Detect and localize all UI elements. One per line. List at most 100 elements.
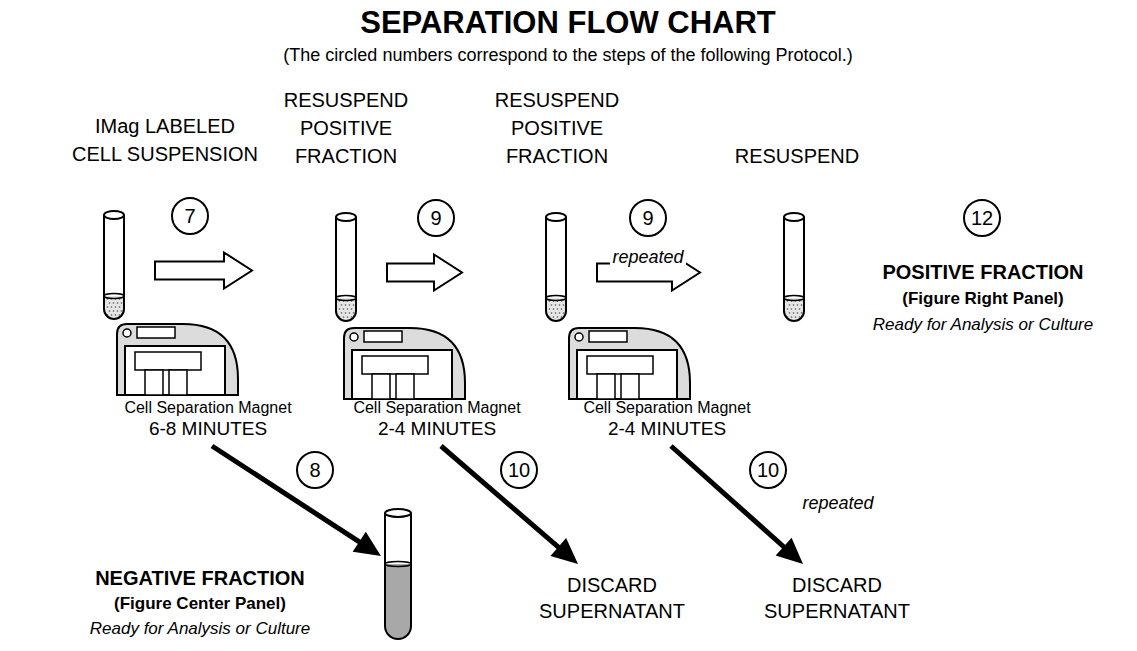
pellet-dot xyxy=(797,312,799,314)
test-tube xyxy=(103,210,125,320)
repeat-note: repeated xyxy=(610,247,685,268)
test-tube xyxy=(545,212,567,322)
tube-wall xyxy=(784,217,804,321)
discard-step: DISCARD SUPERNATANT xyxy=(527,572,697,624)
test-tube xyxy=(384,508,412,640)
pellet-dot xyxy=(791,308,793,310)
block-arrow xyxy=(387,255,462,291)
tube-rim xyxy=(385,509,411,517)
pellet-dot xyxy=(561,308,563,310)
pellet-dot xyxy=(553,316,555,318)
repeat-note: repeated xyxy=(800,493,875,514)
step-heading: IMag LABELED CELL SUSPENSION xyxy=(69,112,261,168)
pellet-dot xyxy=(119,314,121,316)
pellet-dot xyxy=(115,306,117,308)
pellet-dot xyxy=(557,308,559,310)
step-heading: RESUSPEND xyxy=(727,142,867,170)
tube-rim xyxy=(546,213,566,221)
figure-ref: (Figure Center Panel) xyxy=(40,591,360,616)
magnet-icon xyxy=(569,328,690,399)
magnet-name: Cell Separation Magnet xyxy=(103,397,313,418)
pellet-dot xyxy=(113,302,115,304)
tube-wall xyxy=(385,513,411,639)
magnet-icon xyxy=(344,328,465,399)
magnet-icon xyxy=(117,324,238,395)
pellet-dot xyxy=(789,304,791,306)
block-arrow xyxy=(155,253,252,289)
pellet-dot xyxy=(563,304,565,306)
pellet-dot xyxy=(109,310,111,312)
pellet-dot xyxy=(121,310,123,312)
pellet-dot xyxy=(559,304,561,306)
pellet-dot xyxy=(799,308,801,310)
pellet-dot xyxy=(345,312,347,314)
flow-arrow xyxy=(155,253,252,289)
callout-number: 7 xyxy=(171,197,209,235)
pellet-dot xyxy=(555,304,557,306)
tube-rim xyxy=(336,213,356,221)
pellet-dot xyxy=(353,312,355,314)
magnet-label: Cell Separation Magnet2-4 MINUTES xyxy=(332,397,542,440)
tube-wall xyxy=(546,217,566,321)
liquid-surface xyxy=(385,562,411,567)
negative-fraction-tube: NEGATIVE FRACTION(Figure Center Panel)Re… xyxy=(384,508,412,640)
pellet-dot xyxy=(551,304,553,306)
pellet-dot xyxy=(349,304,351,306)
callout-number: 12 xyxy=(963,199,1001,237)
pellet-dot xyxy=(553,308,555,310)
pellet-dot xyxy=(107,306,109,308)
callout-number: 9 xyxy=(629,199,667,237)
chart-caption: (The circled numbers correspond to the s… xyxy=(283,45,852,66)
tube-wall xyxy=(104,215,124,319)
magnet-label: Cell Separation Magnet6-8 MINUTES xyxy=(103,397,313,440)
pellet-dot xyxy=(793,304,795,306)
pellet-dot xyxy=(343,316,345,318)
pellet-dot xyxy=(119,306,121,308)
pellet-dot xyxy=(801,304,803,306)
pellet-dot xyxy=(793,312,795,314)
pellet-dot xyxy=(351,316,353,318)
pellet-dot xyxy=(109,302,111,304)
pellet-dot xyxy=(345,304,347,306)
tube-rim xyxy=(104,211,124,219)
chart-title: SEPARATION FLOW CHART xyxy=(360,5,776,41)
callout-number: 9 xyxy=(417,199,455,237)
arrow-shaft xyxy=(441,446,560,548)
discard-step: DISCARD SUPERNATANT xyxy=(752,572,922,624)
callout-number: 8 xyxy=(296,451,334,489)
pellet-dot xyxy=(339,308,341,310)
pellet-dot xyxy=(341,304,343,306)
sample-tube: RESUSPEND xyxy=(783,212,805,322)
pellet-dot xyxy=(549,308,551,310)
pellet-dot xyxy=(343,308,345,310)
pellet-dot xyxy=(561,316,563,318)
pellet-dot xyxy=(789,312,791,314)
liquid-surface xyxy=(336,296,356,301)
callout-number: 10 xyxy=(500,451,538,489)
pellet-dot xyxy=(559,312,561,314)
liquid-surface xyxy=(104,294,124,299)
test-tube xyxy=(783,212,805,322)
pellet-dot xyxy=(795,316,797,318)
magnet-name: Cell Separation Magnet xyxy=(562,397,772,418)
sample-tube: IMag LABELED CELL SUSPENSION xyxy=(103,210,125,320)
liquid-surface xyxy=(546,296,566,301)
magnet-name: Cell Separation Magnet xyxy=(332,397,542,418)
pellet-dot xyxy=(117,310,119,312)
spin-time: 2-4 MINUTES xyxy=(562,418,772,440)
arrow-head xyxy=(353,532,381,556)
pellet-dot xyxy=(341,312,343,314)
pellet-dot xyxy=(795,308,797,310)
pellet-dot xyxy=(115,314,117,316)
pellet-dot xyxy=(111,306,113,308)
positive-fraction-text: (Figure Right Panel) xyxy=(900,289,1066,309)
fraction-note: Ready for Analysis or Culture xyxy=(40,616,360,641)
pellet-dot xyxy=(351,308,353,310)
pellet-dot xyxy=(353,304,355,306)
pellet-dot xyxy=(563,312,565,314)
arrow-shaft xyxy=(212,446,361,543)
pellet-dot xyxy=(555,312,557,314)
spin-time: 6-8 MINUTES xyxy=(103,418,313,440)
pellet-dot xyxy=(117,302,119,304)
step-heading: RESUSPEND POSITIVE FRACTION xyxy=(276,86,416,170)
